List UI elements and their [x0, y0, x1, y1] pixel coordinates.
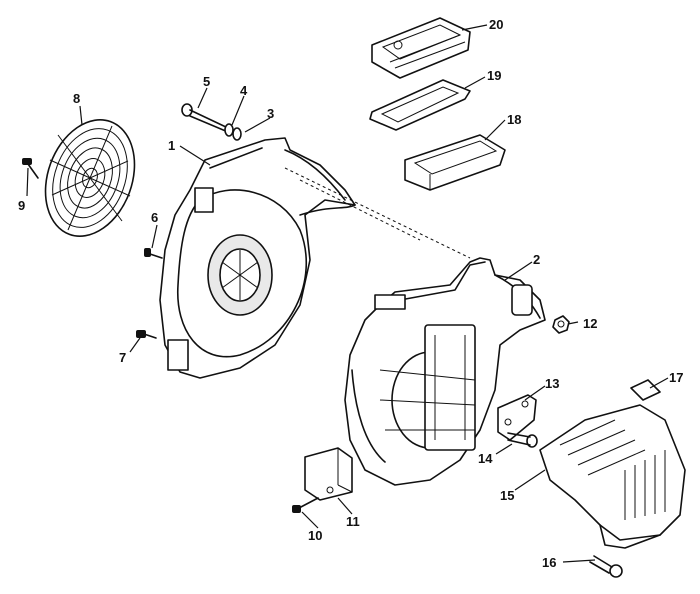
- air-filter-20-part: [371, 17, 471, 79]
- cover-block-11-part: [304, 447, 353, 501]
- callout-labels: 1 2 3 4 5 6 7 8 9 10 11 12 13 14 15 16 1…: [18, 17, 683, 570]
- callout-6: 6: [151, 210, 158, 225]
- filter-housing-18-part: [404, 134, 506, 191]
- rear-housing-part: [344, 257, 546, 486]
- gasket-19-part: [369, 79, 471, 131]
- callout-2: 2: [533, 252, 540, 267]
- bolt-14-part: [507, 432, 538, 448]
- callout-18: 18: [507, 112, 521, 127]
- leader-lines: [26, 24, 669, 563]
- callout-1: 1: [168, 138, 175, 153]
- callout-13: 13: [545, 376, 559, 391]
- callout-17: 17: [669, 370, 683, 385]
- callout-15: 15: [500, 488, 514, 503]
- nut-12-part: [552, 315, 570, 334]
- muffler-cover-part: [539, 404, 686, 549]
- callout-12: 12: [583, 316, 597, 331]
- callout-19: 19: [487, 68, 501, 83]
- callout-10: 10: [308, 528, 322, 543]
- label-17-part: [630, 379, 661, 401]
- bracket-13-part: [497, 394, 537, 441]
- screw-10-part: [292, 497, 319, 513]
- callout-5: 5: [203, 74, 210, 89]
- callout-16: 16: [542, 555, 556, 570]
- bolt-16-part: [589, 555, 623, 578]
- callout-20: 20: [489, 17, 503, 32]
- washer-3-part: [232, 127, 242, 141]
- washer-4-part: [224, 123, 234, 137]
- callout-4: 4: [240, 83, 248, 98]
- screw-9-part: [22, 158, 39, 179]
- callout-3: 3: [267, 106, 274, 121]
- callout-14: 14: [478, 451, 493, 466]
- callout-11: 11: [346, 514, 360, 529]
- callout-8: 8: [73, 91, 80, 106]
- screw-6-part: [144, 248, 163, 259]
- fan-grille-part: [44, 119, 136, 237]
- callout-7: 7: [119, 350, 126, 365]
- screw-7-part: [136, 330, 157, 339]
- callout-9: 9: [18, 198, 25, 213]
- bolt-5-part: [181, 103, 229, 133]
- fan-housing-part: [159, 137, 356, 379]
